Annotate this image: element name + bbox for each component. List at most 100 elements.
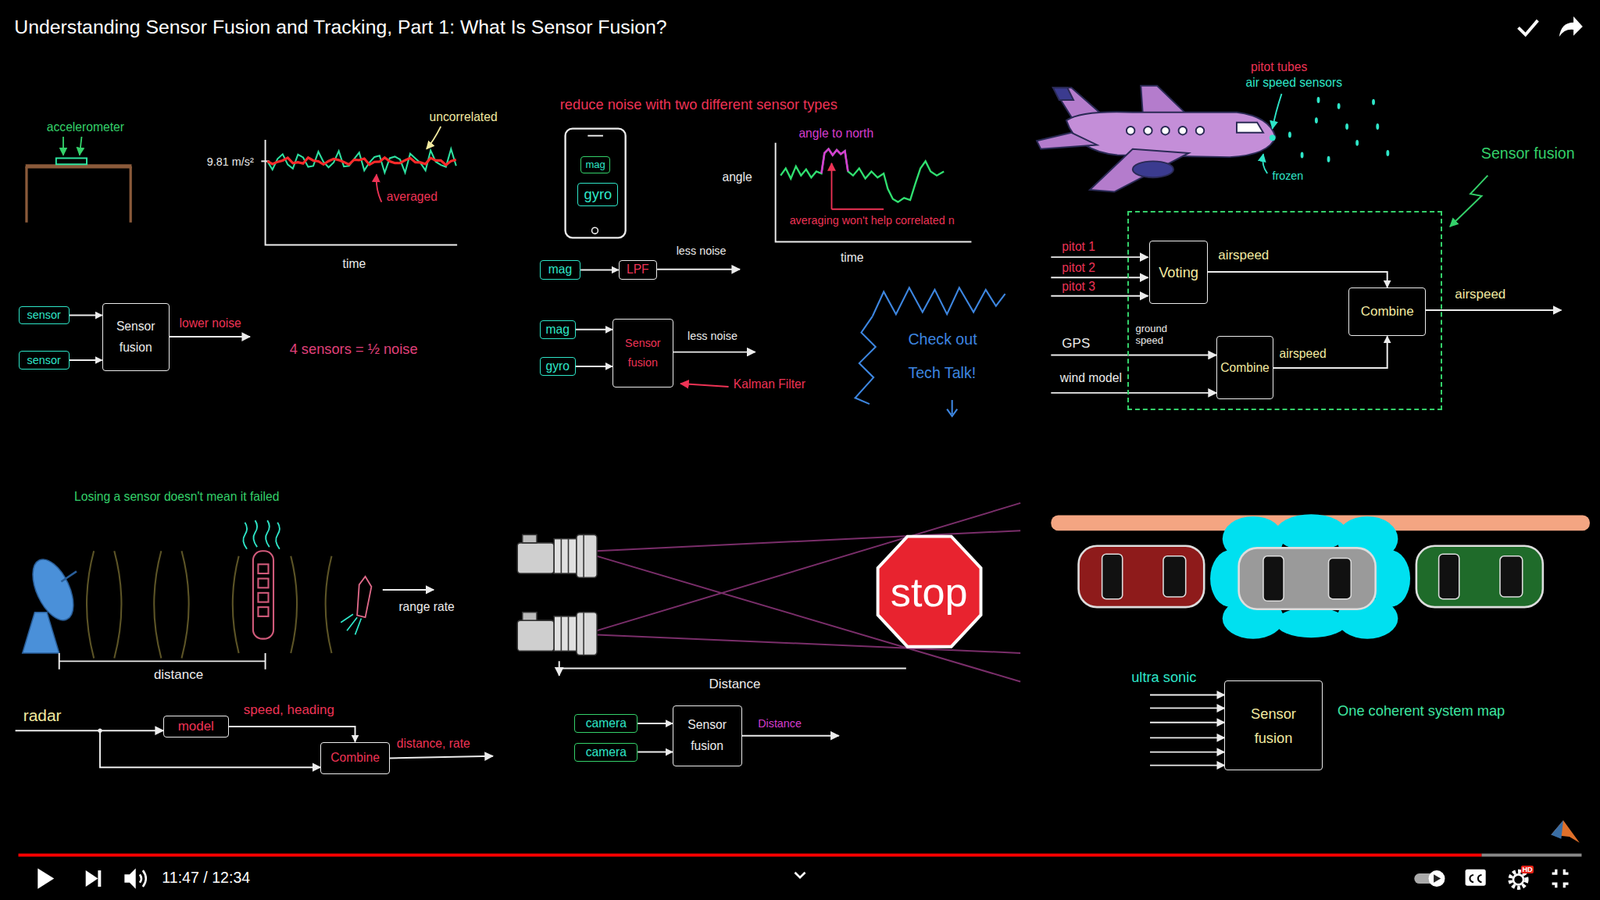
raindrops-part (1371, 99, 1375, 106)
accelerometer-scene-part (169, 335, 250, 338)
accelerometer-scene-part (426, 126, 441, 150)
raindrops-part (1337, 103, 1341, 110)
phone-scene-part (592, 227, 599, 234)
radar-dish-part (60, 571, 77, 582)
edge-label: airspeed (1217, 247, 1270, 264)
process-box: Combine (1216, 335, 1274, 400)
camera-icon-part (522, 534, 537, 543)
box-label: model (178, 718, 215, 735)
player-controls-part (1550, 820, 1580, 843)
callout-bubble: Check out Tech Talk! (853, 283, 1009, 418)
stop-sign-shape (877, 536, 981, 647)
annotation-label: time (839, 250, 865, 265)
ultrasonic-inputs (1150, 694, 1225, 765)
radar-waves-part (86, 550, 94, 658)
process-box: model (163, 715, 229, 739)
annotation-label: GPS (1060, 335, 1091, 352)
player-controls-part (1550, 820, 1564, 840)
annotation-label: pitot 3 (1060, 279, 1097, 294)
airspeed-wires-part (1450, 175, 1488, 227)
callout-outline (872, 287, 1006, 317)
radar-scene-part (389, 756, 493, 759)
car-part (1078, 546, 1205, 608)
phone-scene-part (657, 268, 740, 271)
callout-outline (855, 316, 876, 404)
time-display: 11:47 / 12:34 (160, 868, 251, 887)
player-controls-part (1428, 870, 1446, 887)
player-controls-part (97, 870, 101, 887)
ultrasonic-zones (1210, 514, 1411, 639)
ship-part (257, 607, 268, 617)
sensor-box: gyro (577, 182, 618, 207)
process-box: Voting (1149, 240, 1208, 304)
player-controls-part (794, 872, 805, 879)
car-part (1500, 556, 1523, 597)
player-controls-part (142, 870, 147, 887)
reflection-marks-part (242, 522, 247, 550)
radar-waves-part (325, 556, 333, 654)
annotation-label: frozen (1271, 169, 1304, 183)
raindrops-part (1317, 96, 1321, 104)
box-label: Voting (1158, 264, 1199, 281)
player-controls-part (124, 868, 136, 890)
accelerometer-scene (25, 126, 458, 337)
camera-icon-part (576, 612, 597, 656)
sensor-box: mag (580, 156, 611, 174)
radar-waves-part (114, 550, 122, 658)
sight-lines (596, 503, 1021, 683)
raindrops-part (1345, 123, 1349, 130)
edge-label: airspeed (1278, 346, 1328, 361)
disturbance-signal (821, 149, 848, 174)
heading-signal (780, 149, 944, 203)
radar-scene-part (382, 589, 434, 591)
player-controls-part (1469, 875, 1474, 883)
annotation-label: pitot 2 (1060, 260, 1097, 275)
annotation-label: air speed sensors (1244, 75, 1343, 90)
sensor-box: sensor (18, 350, 70, 370)
airspeed-wires-part (1050, 392, 1217, 394)
player-controls-part (37, 868, 54, 890)
annotation-label: less noise (686, 329, 739, 343)
radar-waves-part (153, 550, 161, 658)
annotation-label: pitot tubes (1250, 60, 1308, 75)
car-part (1263, 556, 1284, 601)
ultrasonic-inputs-part (1150, 694, 1225, 697)
phone-scene-part (565, 128, 626, 239)
sensor-box: camera (574, 714, 638, 733)
fusion-box: Sensor fusion (1224, 680, 1322, 771)
airspeed-wires-part (1050, 295, 1148, 297)
player-controls-part (139, 874, 142, 883)
airplane-part (1143, 126, 1152, 135)
connector-arrow (637, 722, 672, 725)
radar-dish (22, 553, 83, 654)
radar-scene (15, 520, 493, 768)
reflection-marks-part (275, 522, 280, 550)
fusion-region: Sensor fusionVotingCombineCombine (1127, 210, 1442, 411)
airplane-part (1126, 126, 1135, 135)
airspeed-wires-part (1050, 276, 1148, 279)
phone-scene-part (680, 383, 729, 387)
camera-icon-part (517, 542, 554, 574)
fusion-box: Sensor fusion (612, 318, 674, 389)
sensor-box: mag (539, 260, 581, 280)
airspeed-wires-part (1272, 93, 1283, 129)
annotation-label: Kalman Filter (732, 377, 807, 392)
camera-icon-part (517, 620, 554, 651)
phone-scene-part (587, 135, 604, 137)
airplane-part (1236, 122, 1264, 133)
airplane (1036, 85, 1276, 193)
filter-box: LPF (618, 260, 658, 280)
box-label: Combine (330, 750, 380, 765)
annotation-label: radar (22, 706, 63, 725)
annotation-label: Distance (707, 676, 761, 693)
raindrops-part (1375, 123, 1379, 130)
box-label: Combine (1360, 303, 1415, 320)
car-part (1163, 556, 1186, 597)
box-label: sensor (27, 308, 61, 322)
car-part (1102, 553, 1123, 599)
quality-badge: HD (1521, 865, 1533, 875)
box-label: camera (585, 716, 627, 731)
annotation-label: angle (721, 170, 753, 185)
box-label: Combine (1220, 360, 1270, 375)
